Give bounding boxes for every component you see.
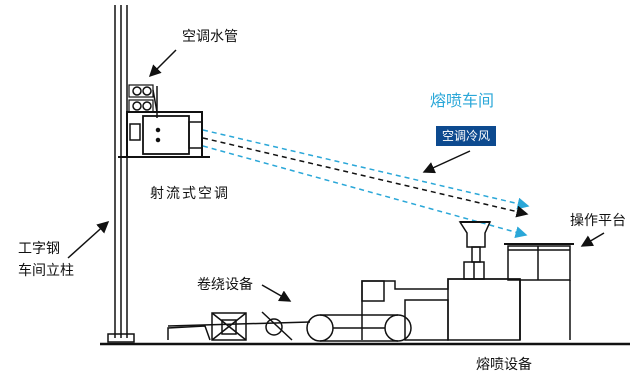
pointer-arrow-winding	[261, 284, 292, 302]
label-cold-air: 空调冷风	[436, 126, 497, 146]
airflow-lines	[202, 129, 530, 238]
label-workshop: 熔喷车间	[430, 91, 495, 110]
label-platform: 操作平台	[570, 213, 626, 229]
pointer-arrow-platform	[580, 232, 605, 247]
operating-platform	[504, 243, 574, 340]
label-ac-water-pipe: 空调水管	[182, 29, 238, 45]
jet-ac-unit	[118, 111, 210, 158]
winding-equipment	[167, 311, 412, 342]
label-jet-ac: 射流式空调	[150, 186, 230, 202]
label-meltblown: 熔喷设备	[476, 357, 532, 373]
ac-water-pipe	[128, 84, 158, 118]
label-column-line2: 车间立柱	[18, 263, 74, 279]
pointer-arrow-column	[67, 220, 110, 259]
label-column-line1: 工字钢	[18, 241, 60, 257]
label-winding: 卷绕设备	[197, 277, 253, 293]
pointer-arrow-water-pipe	[148, 49, 177, 78]
pointer-arrow-cold-air	[422, 150, 471, 174]
steel-column	[107, 5, 135, 343]
